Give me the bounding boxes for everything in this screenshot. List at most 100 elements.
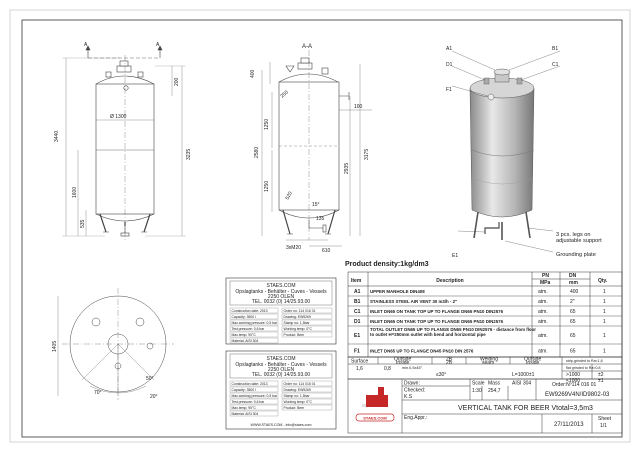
- dim-135: 135: [316, 216, 325, 222]
- stamp-lower-line3: TEL. 0032 (0) 14/25.93.00: [252, 372, 311, 378]
- nozzle-description-line: to outlet H=250mm outlet with bend and h…: [370, 332, 486, 337]
- title-block-frame: [347, 378, 623, 434]
- grounding-note: Grounding plate: [556, 252, 596, 258]
- surface-outside: Outside: [394, 357, 411, 363]
- stamp-lower-field-left: Max.temp: 90°C: [232, 406, 257, 410]
- drawing-date: 27/11/2013: [554, 422, 584, 428]
- col-item: Item: [351, 278, 362, 284]
- nozzle-description: INLET DN65 ON TANK TOP UP TO FLANGE DN65…: [370, 319, 504, 324]
- col-mm: mm: [569, 280, 578, 286]
- dim-3235: 3235: [186, 149, 192, 160]
- angle-70: 70°: [94, 390, 102, 396]
- nozzle-description: INLET DN65 UP TO FLANGE DN45 PN10 DIN 25…: [370, 348, 474, 353]
- dim-15deg: 15°: [312, 202, 320, 208]
- stamp-upper-field-left: Max.working pressure: 0,5 bar: [232, 321, 278, 325]
- angle-20: 20°: [150, 394, 158, 400]
- stamp-upper-field-right: Working temp: 0°C: [284, 327, 313, 331]
- section-mark-right: A: [156, 42, 160, 48]
- dim-3175: 3175: [364, 149, 370, 160]
- nozzle-pn: atm.: [538, 289, 548, 295]
- plan-view: [57, 288, 174, 400]
- surface-label: Surface: [351, 359, 368, 365]
- drawing-number: EW9269V4N/ID9802-03: [545, 392, 610, 398]
- product-density: Product density:1kg/dm3: [345, 261, 429, 268]
- eng-label: Eng.Appr.:: [404, 415, 427, 421]
- nozzle-pn: atm.: [538, 319, 548, 325]
- welding-label: Welding: [480, 357, 498, 363]
- inner-border: [21, 19, 623, 438]
- nozzle-description: INLET DN65 ON TANK TOP UP TO FLANGE DN65…: [370, 309, 504, 314]
- nozzle-item: A1: [354, 289, 361, 295]
- tol-2-value: ±1: [598, 378, 604, 384]
- dim-400: 400: [250, 69, 256, 78]
- nozzle-qty: 1: [603, 333, 606, 339]
- stamp-upper-field-left: Construction date: 2013: [232, 309, 268, 313]
- dim-2935: 2935: [344, 163, 350, 174]
- ra-value-2: 0,8: [384, 366, 391, 372]
- checked-label: Checked:: [404, 388, 425, 394]
- dim-3440: 3440: [54, 131, 60, 142]
- dim-diameter: Ø 1300: [110, 114, 127, 120]
- stamp-upper: [225, 277, 337, 345]
- stamp-lower-field-right: Order no: 114 016 01: [284, 382, 316, 386]
- stamp-lower-company: STAES.COM: [266, 356, 295, 362]
- nozzle-dn: 65: [570, 309, 576, 315]
- dim-1250-upper: 1250: [264, 119, 270, 130]
- nozzle-dn: 65: [570, 333, 576, 339]
- legs-note-line-2: adjustable support: [556, 238, 602, 244]
- stamp-footer: WWW.STAES.COM - info@staes.com: [251, 423, 312, 427]
- nozzle-item: B1: [354, 299, 361, 305]
- nozzle-qty: 1: [603, 299, 606, 305]
- dim-3xm20: 3xM20: [286, 245, 301, 251]
- nozzle-item: E1: [354, 333, 360, 339]
- iso-view: [451, 50, 561, 253]
- nozzle-description: TOTAL OUTLET DN65 UP TO FLANGE DN65 PN10…: [370, 327, 536, 337]
- nozzle-item: F1: [354, 348, 360, 354]
- nozzle-qty: 1: [603, 319, 606, 325]
- dim-1250-lower: 1250: [264, 181, 270, 192]
- callout-f1: F1: [446, 87, 452, 93]
- nozzle-item: D1: [354, 319, 361, 325]
- col-qty: Qty.: [598, 278, 608, 284]
- stamp-upper-field-left: Test pressure: 0,6 bar: [232, 327, 266, 331]
- dim-250: 250: [279, 89, 289, 99]
- mass-value: 254,7: [488, 388, 501, 394]
- dim-100: 100: [354, 104, 363, 110]
- nozzle-dn: 2": [570, 299, 575, 305]
- stamp-upper-field-left: Max.temp: 90°C: [232, 333, 257, 337]
- nozzle-dn: 400: [570, 289, 579, 295]
- stamp-upper-line1: Opslagtanks - Behälter - Cuves - Vessels: [235, 289, 327, 295]
- mass-label: Mass: [488, 381, 500, 387]
- drawing-title: VERTICAL TANK FOR BEER Vtotal=3,5m3: [458, 405, 593, 412]
- scale-value: 1:30: [472, 388, 482, 394]
- nozzle-dn: 65: [570, 319, 576, 325]
- callout-e1: E1: [452, 253, 458, 259]
- callout-c1: C1: [552, 62, 559, 68]
- dim-2580: 2580: [254, 147, 260, 158]
- seam-label: seam: [482, 360, 494, 366]
- nozzle-description-line: TOTAL OUTLET DN65 UP TO FLANGE DN65 PN10…: [370, 327, 536, 332]
- sheet-label: Sheet: [598, 416, 612, 422]
- stamp-lower-line1: Opslagtanks - Behälter - Cuves - Vessels: [235, 362, 327, 368]
- nozzle-dn: 65: [570, 348, 576, 354]
- callout-d1: D1: [446, 62, 453, 68]
- ra-value-1: 1,6: [356, 366, 363, 372]
- stamp-lower-field-left: Material: AISI 304: [232, 412, 259, 416]
- tol-1: >1000: [566, 372, 580, 378]
- stamp-upper-line2: 2250 OLEN: [268, 294, 295, 300]
- stamp-upper-field-right: Order no: 114 016 01: [284, 309, 316, 313]
- stamp-upper-field-right: Product: Beer: [284, 333, 306, 337]
- logo-text: STAES.COM: [363, 416, 387, 421]
- stamp-upper-company: STAES.COM: [266, 283, 295, 289]
- dim-200: 200: [174, 77, 180, 86]
- surface-ra-inside: 2B: [446, 360, 453, 366]
- tol-1-value: ±2: [598, 372, 604, 378]
- dim-520: 520: [285, 191, 294, 201]
- stamp-lower-line2: 2250 OLEN: [268, 367, 295, 373]
- stamp-lower-field-right: Working temp: 0°C: [284, 400, 313, 404]
- front-view: [62, 45, 186, 240]
